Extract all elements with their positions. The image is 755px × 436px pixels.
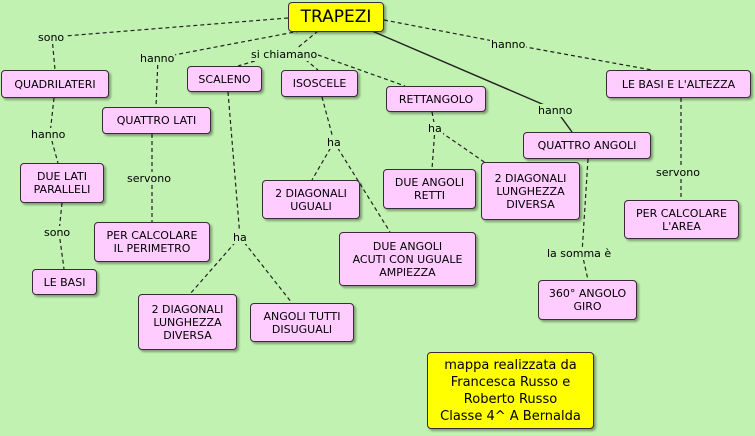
concept-quadrilateri: QUADRILATERI bbox=[1, 70, 109, 98]
link-hanno-quattro-angoli: hanno bbox=[537, 104, 574, 117]
concept-angoli-disuguali: ANGOLI TUTTI DISUGUALI bbox=[250, 303, 354, 342]
concept-due-lati-paralleli: DUE LATI PARALLELI bbox=[20, 163, 104, 203]
connector-ha-diagonali-scaleno bbox=[189, 236, 241, 295]
concept-rettangolo: RETTANGOLO bbox=[386, 86, 486, 112]
connector-trapezi-hanno bbox=[157, 30, 301, 59]
concept-scaleno: SCALENO bbox=[187, 66, 262, 92]
link-ha-scaleno: ha bbox=[232, 231, 248, 244]
connector-quattro-angoli-somma bbox=[581, 158, 589, 254]
connector-ha-angoli-acuti bbox=[333, 141, 391, 233]
concept-perimetro: PER CALCOLARE IL PERIMETRO bbox=[94, 222, 210, 262]
concept-area: PER CALCOLARE L'AREA bbox=[624, 200, 739, 239]
link-si-chiamano: si chiamano bbox=[250, 48, 319, 61]
connector-ha-diagonali-rettangolo bbox=[434, 127, 491, 167]
concept-quattro-lati: QUATTRO LATI bbox=[102, 107, 211, 134]
connector-hanno-basi-altezza bbox=[508, 43, 653, 71]
concept-isoscele: ISOSCELE bbox=[281, 70, 358, 97]
connector-hanno-quattro-lati bbox=[155, 57, 159, 108]
connector-scaleno-ha bbox=[227, 91, 241, 238]
concept-diagonali-diverse-rettangolo: 2 DIAGONALI LUNGHEZZA DIVERSA bbox=[481, 162, 580, 220]
concept-trapezi: TRAPEZI bbox=[288, 2, 384, 32]
link-hanno-quattro-lati: hanno bbox=[139, 52, 176, 65]
connector-ha-angoli-disuguali bbox=[239, 236, 293, 304]
concept-diagonali-diverse-scaleno: 2 DIAGONALI LUNGHEZZA DIVERSA bbox=[138, 294, 237, 350]
link-sono-quadrilateri: sono bbox=[37, 31, 66, 44]
concept-basi-altezza: LE BASI E L'ALTEZZA bbox=[606, 70, 751, 98]
concept-diagonali-uguali: 2 DIAGONALI UGUALI bbox=[262, 180, 360, 219]
connector-hanno-due-lati bbox=[49, 133, 59, 164]
concept-angolo-giro: 360° ANGOLO GIRO bbox=[538, 280, 637, 320]
link-servono-perimetro: servono bbox=[126, 172, 172, 185]
connector-isoscele-ha bbox=[321, 96, 335, 143]
connector-trapezi-sono bbox=[51, 17, 289, 38]
connector-trapezi-hanno-basi bbox=[383, 19, 510, 45]
connector-sono-quadrilateri bbox=[51, 36, 56, 71]
concept-angoli-acuti: DUE ANGOLI ACUTI CON UGUALE AMPIEZZA bbox=[339, 232, 476, 286]
link-sono-le-basi: sono bbox=[43, 226, 72, 239]
concept-le-basi: LE BASI bbox=[32, 269, 97, 295]
link-hanno-due-lati: hanno bbox=[30, 128, 67, 141]
connector-rettangolo-ha bbox=[431, 111, 436, 129]
concept-angoli-retti: DUE ANGOLI RETTI bbox=[383, 169, 476, 209]
credits-box: mappa realizzata da Francesca Russo e Ro… bbox=[427, 352, 594, 429]
link-ha-isoscele: ha bbox=[326, 136, 342, 149]
link-hanno-basi-altezza: hanno bbox=[490, 38, 527, 51]
connector-sono-le-basi bbox=[58, 231, 65, 270]
concept-quattro-angoli: QUATTRO ANGOLI bbox=[523, 132, 651, 159]
link-la-somma: la somma è bbox=[546, 247, 613, 260]
link-ha-rettangolo: ha bbox=[427, 122, 443, 135]
connector-trapezi-hanno-angoli bbox=[371, 30, 557, 111]
connector-somma-angolo-giro bbox=[581, 252, 589, 281]
link-servono-area: servono bbox=[655, 166, 701, 179]
connector-si-chiamano-rettangolo bbox=[317, 54, 406, 87]
